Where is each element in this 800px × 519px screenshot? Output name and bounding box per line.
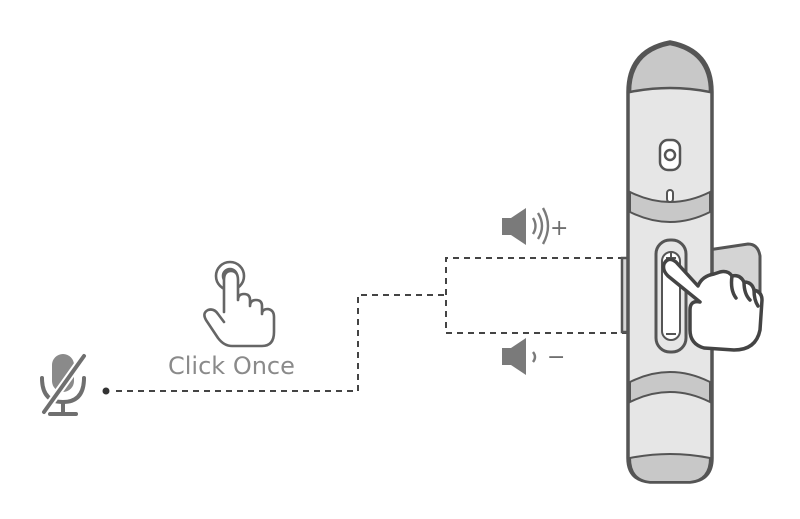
device-top-cap: [628, 42, 712, 94]
volume-down-sign: −: [547, 345, 565, 370]
connector-dot: [102, 387, 110, 395]
dashed-bracket: [445, 257, 668, 334]
device-led: [666, 189, 674, 203]
device-band: [629, 190, 711, 223]
device-bottom-cap: [628, 453, 712, 483]
volume-up-sign: +: [550, 216, 568, 241]
headset-device: [620, 40, 762, 484]
muted-microphone-icon: [40, 352, 88, 416]
click-once-label: Click Once: [168, 352, 295, 380]
volume-rocker-button[interactable]: [654, 238, 688, 354]
speaker-volume-up-icon: [502, 207, 550, 245]
device-bottom-band: [629, 371, 711, 404]
dashed-connector: [116, 294, 446, 392]
speaker-volume-down-icon: [502, 338, 537, 375]
device-sensor: [658, 138, 682, 172]
tap-finger-icon: [203, 260, 276, 348]
pressing-hand-icon: [661, 257, 764, 352]
